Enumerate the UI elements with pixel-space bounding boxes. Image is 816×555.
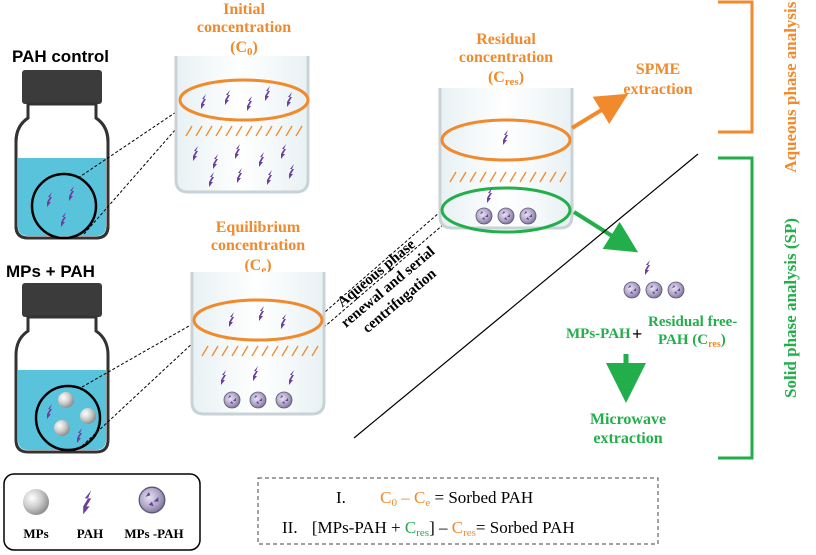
equation-2: II. [MPs-PAH + Cres] – Cres= Sorbed PAH — [282, 518, 575, 539]
solid-arrow — [572, 210, 639, 253]
microwave-line2: extraction — [593, 430, 662, 447]
beaker-residual — [438, 88, 574, 234]
equilibrium-label-line1: Equilibrium — [216, 219, 301, 236]
beaker-initial — [174, 56, 310, 194]
initial-label-line1: Initial — [223, 1, 265, 18]
legend-mps-swatch — [23, 489, 49, 515]
plus-sign: + — [632, 324, 642, 344]
ap-bracket — [718, 0, 754, 134]
residual-label-symbol: (Cres) — [488, 69, 524, 88]
microwave-line1: Microwave — [590, 411, 666, 428]
initial-label-line2: concentration — [197, 19, 291, 36]
sp-label: Solid phase analysis (SP) — [781, 218, 800, 398]
separator-line — [353, 153, 699, 439]
spme-arrow — [570, 93, 629, 130]
vial-control-label: PAH control — [12, 47, 109, 66]
equation-1: I. C0 – Ce = Sorbed PAH — [336, 488, 533, 509]
legend-mps-label: MPs — [23, 526, 48, 541]
residual-label-line2: concentration — [459, 49, 553, 66]
ap-label: Aqueous phase analysis (AP) — [781, 0, 800, 173]
vial-mps — [14, 283, 110, 454]
residual-free-line2: PAH (Cres) — [658, 332, 726, 350]
legend-mps-pah-swatch — [138, 486, 166, 514]
legend-pah-label: PAH — [77, 526, 103, 541]
initial-label-symbol: (C0) — [230, 39, 258, 58]
residual-label-line1: Residual — [476, 31, 536, 48]
zoom-circle — [34, 384, 102, 452]
spme-line2: extraction — [623, 81, 692, 98]
zoom-lines — [77, 107, 445, 447]
renewal-text: Aqueous phase renewal and serial centrif… — [335, 236, 441, 336]
solid-products-graphic — [623, 260, 685, 299]
zoom-circle — [30, 172, 98, 240]
legend: MPs PAH MPs -PAH — [3, 473, 201, 551]
sp-bracket — [718, 156, 754, 460]
equilibrium-label-line2: concentration — [211, 237, 305, 254]
vial-mps-label: MPs + PAH — [6, 262, 95, 281]
beaker-equilibrium — [190, 272, 326, 416]
spme-line1: SPME — [636, 61, 680, 78]
mps-pah-label: MPs-PAH — [566, 326, 631, 342]
residual-free-line1: Residual free- — [648, 314, 737, 330]
vial-control — [14, 70, 110, 240]
legend-mps-pah-label: MPs -PAH — [124, 526, 183, 541]
equations-box: I. C0 – Ce = Sorbed PAH II. [MPs-PAH + C… — [257, 477, 659, 545]
